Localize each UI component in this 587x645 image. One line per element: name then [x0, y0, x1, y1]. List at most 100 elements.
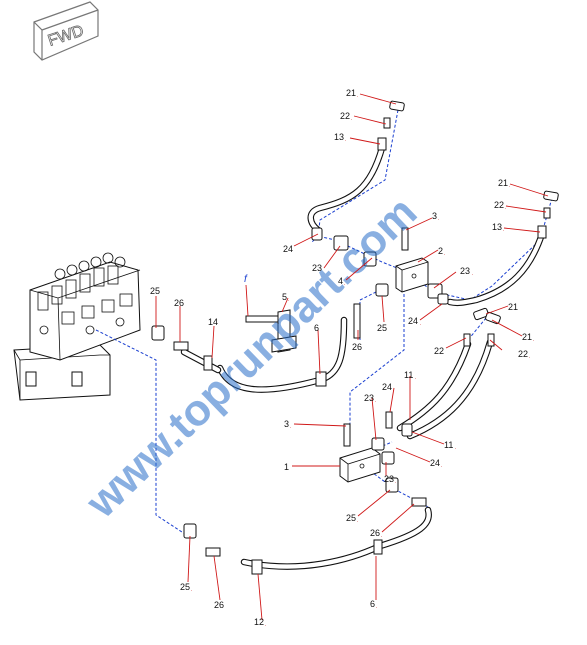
elbow-fitting-21-right	[543, 190, 559, 202]
fwd-direction-badge: FWD	[33, 1, 99, 61]
callout-11-upper: 11	[404, 370, 413, 380]
hose-13-right	[446, 230, 546, 307]
callout-21-right-mark: .	[509, 183, 510, 189]
o-ring-24-right	[437, 293, 449, 305]
callout-13-upper: 13	[334, 132, 344, 142]
callout-21-upper: 21	[346, 88, 356, 98]
adapter-22-right	[543, 207, 551, 219]
fittings-and-blocks	[151, 100, 559, 575]
callout-26-lower-mark: .	[381, 533, 382, 539]
callout-21-upper-mark: .	[357, 93, 358, 99]
hose-11-lower	[406, 338, 494, 440]
hose-13-upper	[307, 144, 386, 234]
callout-14: 14	[208, 317, 218, 327]
valve-block-2	[395, 257, 429, 293]
callout-6-upper: 6	[314, 323, 319, 333]
bracket-5	[271, 309, 297, 353]
callout-5: 5	[282, 292, 287, 302]
callout-22-lower-right-mark: .	[529, 354, 530, 360]
callout-labels: 21 . 22 . 13 . 3 . 24 23 2 . 23 . 4 . 21…	[150, 88, 534, 628]
bolt-26-lower	[411, 497, 427, 507]
elbow-fitting-21-lower	[473, 307, 501, 325]
callout-21-lower: 21	[522, 332, 532, 342]
valve-block-1	[339, 447, 381, 483]
clamp-25-lower	[385, 477, 399, 493]
callout-6-lower: 6	[370, 599, 375, 609]
callout-22-right: 22	[494, 200, 504, 210]
callout-23-lower: 23	[384, 474, 394, 484]
callout-24-bottom-mark: .	[441, 463, 442, 469]
callout-2: 2	[438, 246, 443, 256]
hose-11-end	[401, 423, 413, 437]
callout-23-right: 23	[460, 266, 470, 276]
callout-12-mark: .	[265, 622, 266, 628]
callout-13-upper-mark: .	[345, 137, 346, 143]
callout-25-upper: 25	[377, 323, 387, 333]
callout-5-mark: .	[288, 297, 289, 303]
control-valve-assembly	[13, 252, 141, 401]
bolt-26-upper	[353, 303, 361, 339]
callout-26-lower: 26	[370, 528, 380, 538]
bolt-3-upper	[401, 227, 409, 251]
callout-22-lower-left: 22	[434, 346, 444, 356]
callout-24-right-mark: .	[420, 321, 421, 327]
callout-25-lower-mark: .	[357, 518, 358, 524]
hose-6-sleeve	[315, 371, 327, 387]
callout-leaders	[155, 93, 549, 621]
callout-11-upper-mark: .	[415, 375, 416, 381]
callout-23-upper: 23	[312, 263, 322, 273]
callout-22-upper-mark: .	[351, 116, 352, 122]
watermark-text: www.toprunpart.com	[76, 187, 426, 527]
callout-23-lower-top: 23	[364, 393, 374, 403]
callout-21-mid: 21	[508, 302, 518, 312]
callout-f-mark: f	[244, 274, 248, 285]
bolt-26-left	[173, 341, 189, 351]
callout-24-right: 24	[408, 316, 418, 326]
bolt-3-lower	[343, 423, 351, 447]
callout-23-lower-mark: .	[395, 479, 396, 485]
callout-11-lower-mark: .	[455, 445, 456, 451]
callout-23-right-mark: .	[472, 271, 473, 277]
callout-6-lower-mark: .	[376, 604, 377, 610]
callout-1: 1	[284, 462, 289, 472]
adapter-22-upper	[383, 117, 391, 129]
hoses	[180, 144, 546, 570]
clamp-25-upper	[375, 283, 389, 297]
callout-26-bottom: 26	[214, 600, 224, 610]
callout-4: 4	[338, 276, 343, 286]
callout-24-bottom: 24	[430, 458, 440, 468]
callout-3-upper-mark: .	[438, 216, 439, 222]
callout-26-left: 26	[174, 298, 184, 308]
o-ring-24-lower	[385, 411, 393, 429]
callout-13-right-mark: .	[503, 227, 504, 233]
flange-23-lower-a	[371, 437, 385, 451]
callout-21-lower-mark: .	[533, 337, 534, 343]
hose-6-lower-sleeve	[373, 539, 383, 555]
callout-25-bottom-mark: .	[191, 587, 192, 593]
callout-23-lower-top-mark: .	[375, 398, 376, 404]
hose-11-upper	[396, 340, 472, 432]
callout-25-bottom: 25	[180, 582, 190, 592]
callout-12: 12	[254, 617, 264, 627]
callout-24-lower: 24	[382, 382, 392, 392]
callout-11-lower: 11	[444, 440, 453, 450]
adapter-22-lower-left	[463, 333, 471, 347]
callout-21-right: 21	[498, 178, 508, 188]
clamp-25-bottom	[183, 523, 197, 539]
callout-25-left: 25	[150, 286, 160, 296]
callout-3-lower-mark: .	[290, 424, 291, 430]
bolt-26-bottom	[205, 547, 221, 557]
hose-14-end	[203, 355, 213, 371]
callout-22-lower-right: 22	[518, 349, 528, 359]
clamp-25-left	[151, 325, 165, 341]
callout-2-mark: .	[444, 251, 445, 257]
callout-24-upper: 24	[283, 244, 293, 254]
callout-25-lower: 25	[346, 513, 356, 523]
callout-22-right-mark: .	[505, 205, 506, 211]
callout-13-right: 13	[492, 222, 502, 232]
callout-4-mark: .	[344, 281, 345, 287]
adapter-22-lower-right	[487, 333, 495, 347]
callout-26-upper: 26	[352, 342, 362, 352]
